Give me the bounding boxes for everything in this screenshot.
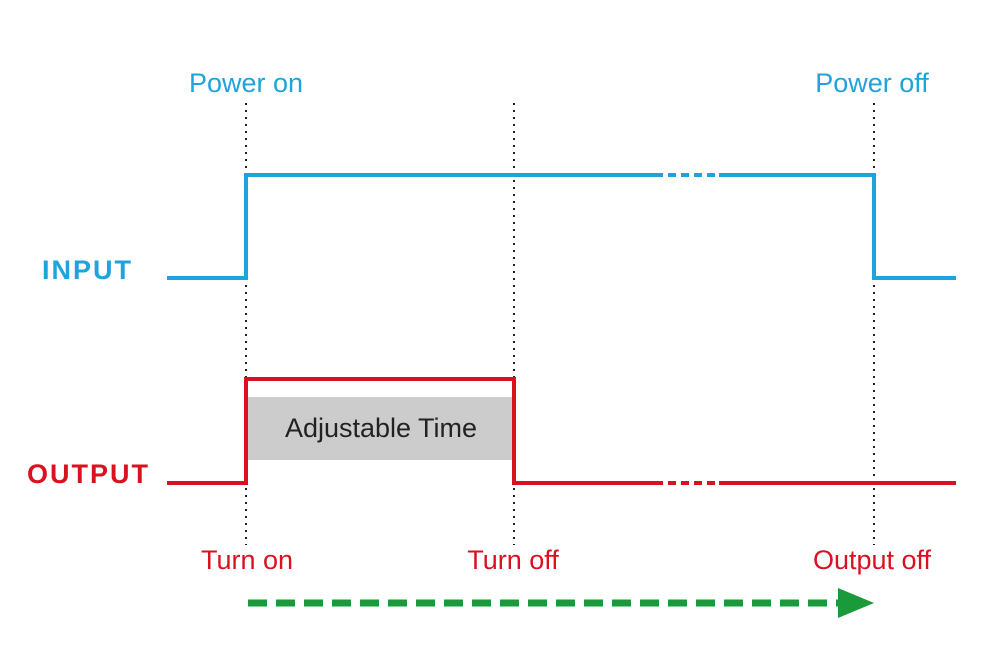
output-waveform bbox=[167, 377, 956, 485]
time-arrow bbox=[248, 588, 874, 618]
power-off-label: Power off bbox=[815, 68, 929, 98]
time-arrow-head bbox=[838, 588, 874, 618]
output-label: OUTPUT bbox=[27, 459, 150, 489]
guide-lines bbox=[245, 103, 875, 545]
input-label: INPUT bbox=[42, 255, 133, 285]
power-on-label: Power on bbox=[189, 68, 303, 98]
turn-off-label: Turn off bbox=[467, 545, 559, 575]
turn-on-label: Turn on bbox=[201, 545, 293, 575]
input-signal-line-right bbox=[719, 173, 956, 280]
adjustable-time-box bbox=[248, 397, 514, 460]
input-signal-line-left bbox=[167, 173, 655, 280]
input-waveform bbox=[167, 173, 956, 280]
output-signal-line-left bbox=[167, 377, 655, 485]
output-off-label: Output off bbox=[813, 545, 932, 575]
adjustable-time-label: Adjustable Time bbox=[285, 413, 477, 443]
